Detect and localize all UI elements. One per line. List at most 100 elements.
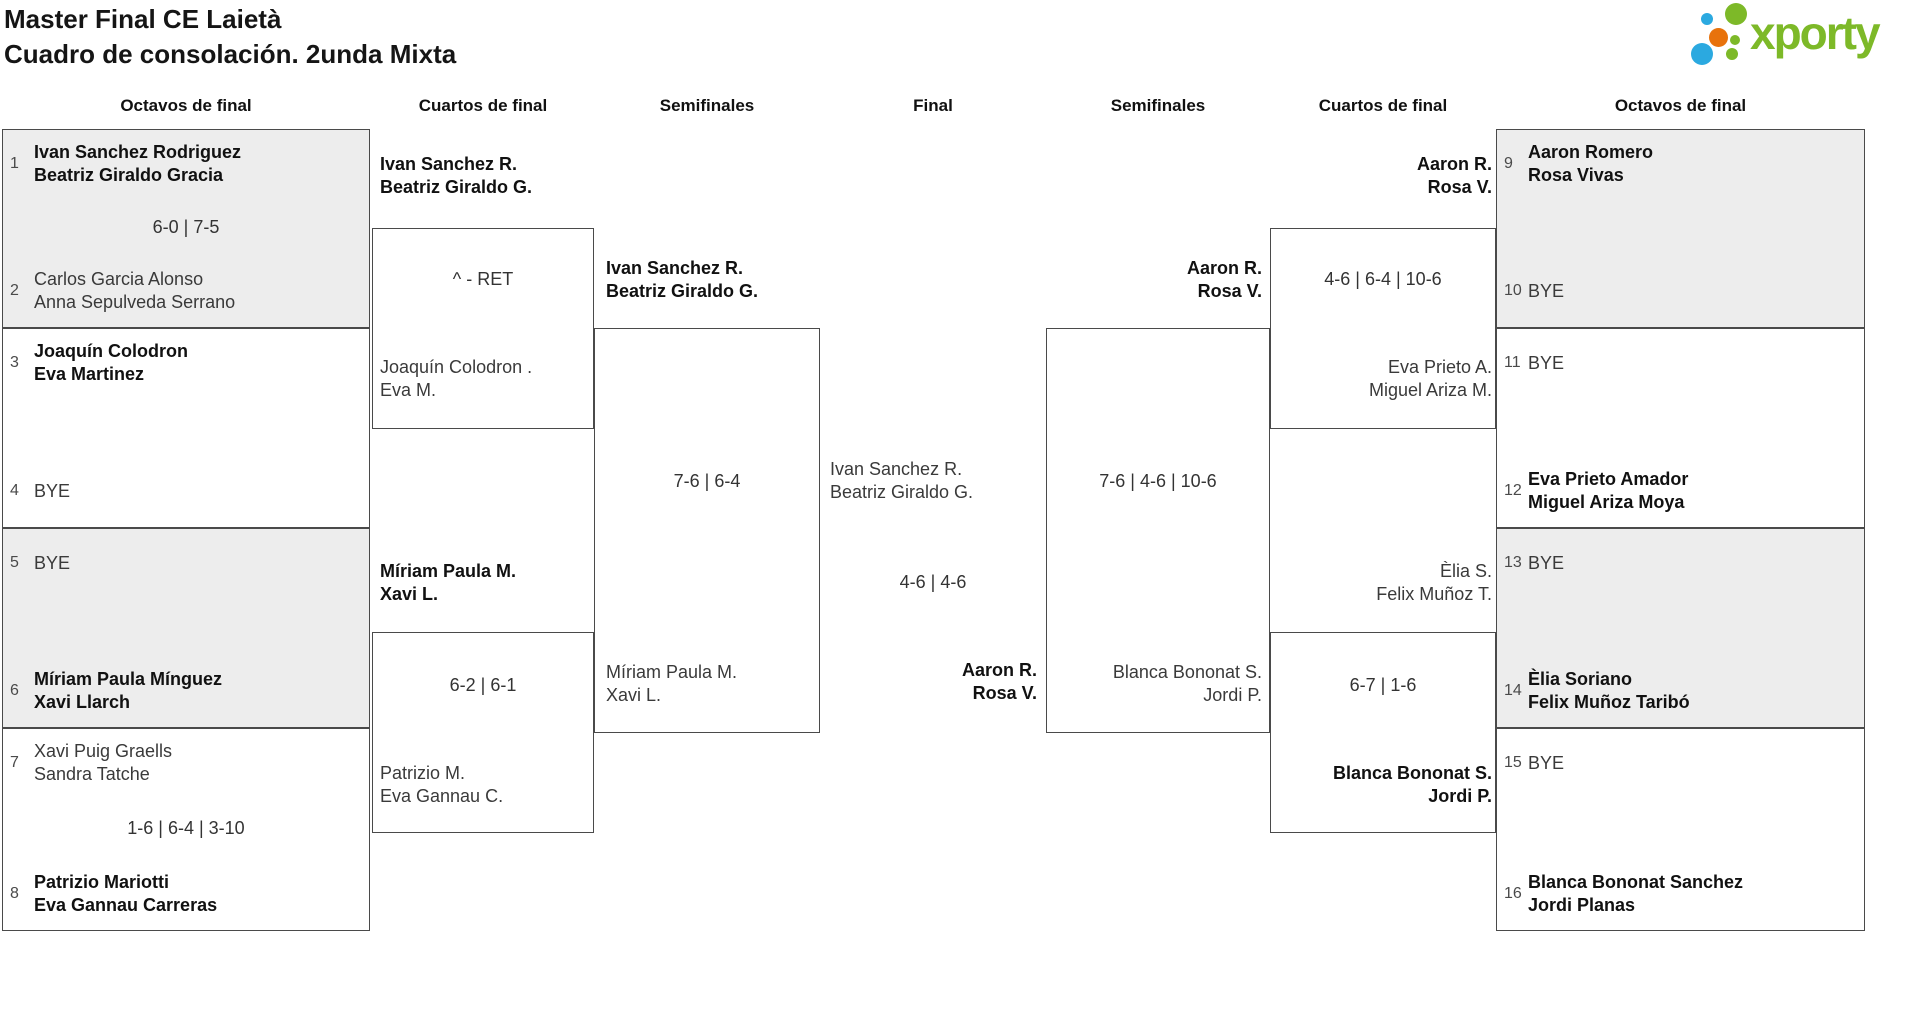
seed-number: 10 xyxy=(1504,282,1522,299)
qf-right-2-bottom-team: Blanca Bononat S.Jordi P. xyxy=(1332,763,1492,806)
logo-dot-icon xyxy=(1701,13,1713,25)
sf-left-rect xyxy=(594,328,820,733)
bracket-team: 5 BYE xyxy=(10,540,363,586)
team-names: BYE xyxy=(1528,280,1565,301)
qf-right-2-rect xyxy=(1270,632,1496,833)
team-names: BYE xyxy=(34,552,71,573)
logo-dot-icon xyxy=(1726,48,1738,60)
seed-number: 7 xyxy=(10,754,19,771)
team-names: BYE xyxy=(1528,552,1565,573)
seed-number: 11 xyxy=(1504,354,1521,371)
seed-number: 8 xyxy=(10,885,19,902)
sf-left-bottom-team: Míriam Paula M.Xavi L. xyxy=(606,662,738,705)
bracket-team: 4 BYE xyxy=(10,468,363,514)
bracket-team: 15 BYE xyxy=(1504,740,1858,786)
qf-left-2-bottom-team: Patrizio M.Eva Gannau C. xyxy=(380,763,504,806)
final-right-team: Aaron R.Rosa V. xyxy=(961,660,1037,703)
tournament-title: Master Final CE Laietà xyxy=(4,4,282,34)
sf-left-top-team: Ivan Sanchez R.Beatriz Giraldo G. xyxy=(606,258,759,301)
seed-number: 4 xyxy=(10,482,19,499)
qf-right-1-bottom-team: Eva Prieto A.Miguel Ariza M. xyxy=(1368,357,1492,400)
seed-number: 1 xyxy=(10,155,19,172)
logo-dot-icon xyxy=(1709,28,1728,47)
logo-dot-icon xyxy=(1691,43,1713,65)
qf-left-2-score: 6-2 | 6-1 xyxy=(449,675,517,695)
qf-right-1-score: 4-6 | 6-4 | 10-6 xyxy=(1324,269,1442,289)
bracket-team: 10 BYE xyxy=(1504,268,1858,314)
qf-right-1-top-team: Aaron R.Rosa V. xyxy=(1416,154,1492,197)
logo-wordmark: xporty xyxy=(1750,7,1881,59)
match-score: 6-0 | 7-5 xyxy=(152,216,220,237)
bracket-subtitle: Cuadro de consolación. 2unda Mixta xyxy=(4,39,457,69)
sf-right-score: 7-6 | 4-6 | 10-6 xyxy=(1099,471,1217,491)
seed-number: 5 xyxy=(10,554,19,571)
qf-left-2-rect xyxy=(372,632,594,833)
bracket-team: 11 BYE xyxy=(1504,340,1858,386)
column-header-semis-left: Semifinales xyxy=(659,96,755,115)
team-names: BYE xyxy=(1528,752,1565,773)
seed-number: 2 xyxy=(10,282,19,299)
bracket-team: 13 BYE xyxy=(1504,540,1858,586)
seed-number: 12 xyxy=(1504,482,1522,499)
seed-number: 15 xyxy=(1504,754,1522,771)
page-title: Master Final CE Laietà Cuadro de consola… xyxy=(4,2,456,72)
final-left-team: Ivan Sanchez R.Beatriz Giraldo G. xyxy=(830,459,974,502)
qf-left-1-bottom-team: Joaquín Colodron .Eva M. xyxy=(380,357,533,400)
column-header-octavos-right: Octavos de final xyxy=(1614,96,1747,115)
logo-dot-icon xyxy=(1725,3,1747,25)
final-score: 4-6 | 4-6 xyxy=(899,572,967,592)
seed-number: 9 xyxy=(1504,155,1513,172)
qf-left-1-score: ^ - RET xyxy=(452,269,514,289)
column-header-semis-right: Semifinales xyxy=(1110,96,1206,115)
logo-dot-icon xyxy=(1730,35,1740,45)
column-header-final: Final xyxy=(913,96,953,115)
team-names: BYE xyxy=(1528,352,1565,373)
team-names: BYE xyxy=(34,480,71,501)
seed-number: 16 xyxy=(1504,885,1522,902)
qf-right-1-rect xyxy=(1270,228,1496,429)
match-score: 1-6 | 6-4 | 3-10 xyxy=(127,817,245,838)
qf-right-2-top-team: Èlia S.Felix Muñoz T. xyxy=(1376,561,1492,604)
column-header-cuartos-left: Cuartos de final xyxy=(418,96,548,115)
qf-left-1-top-team: Ivan Sanchez R.Beatriz Giraldo G. xyxy=(380,154,533,197)
column-header-cuartos-right: Cuartos de final xyxy=(1318,96,1448,115)
seed-number: 14 xyxy=(1504,682,1522,699)
seed-number: 6 xyxy=(10,682,19,699)
qf-left-1-rect xyxy=(372,228,594,429)
sf-left-score: 7-6 | 6-4 xyxy=(673,471,741,491)
seed-number: 13 xyxy=(1504,554,1522,571)
column-header-octavos-left: Octavos de final xyxy=(120,96,252,115)
seed-number: 3 xyxy=(10,354,19,371)
sf-right-top-team: Aaron R.Rosa V. xyxy=(1186,258,1262,301)
sf-right-rect xyxy=(1046,328,1270,733)
